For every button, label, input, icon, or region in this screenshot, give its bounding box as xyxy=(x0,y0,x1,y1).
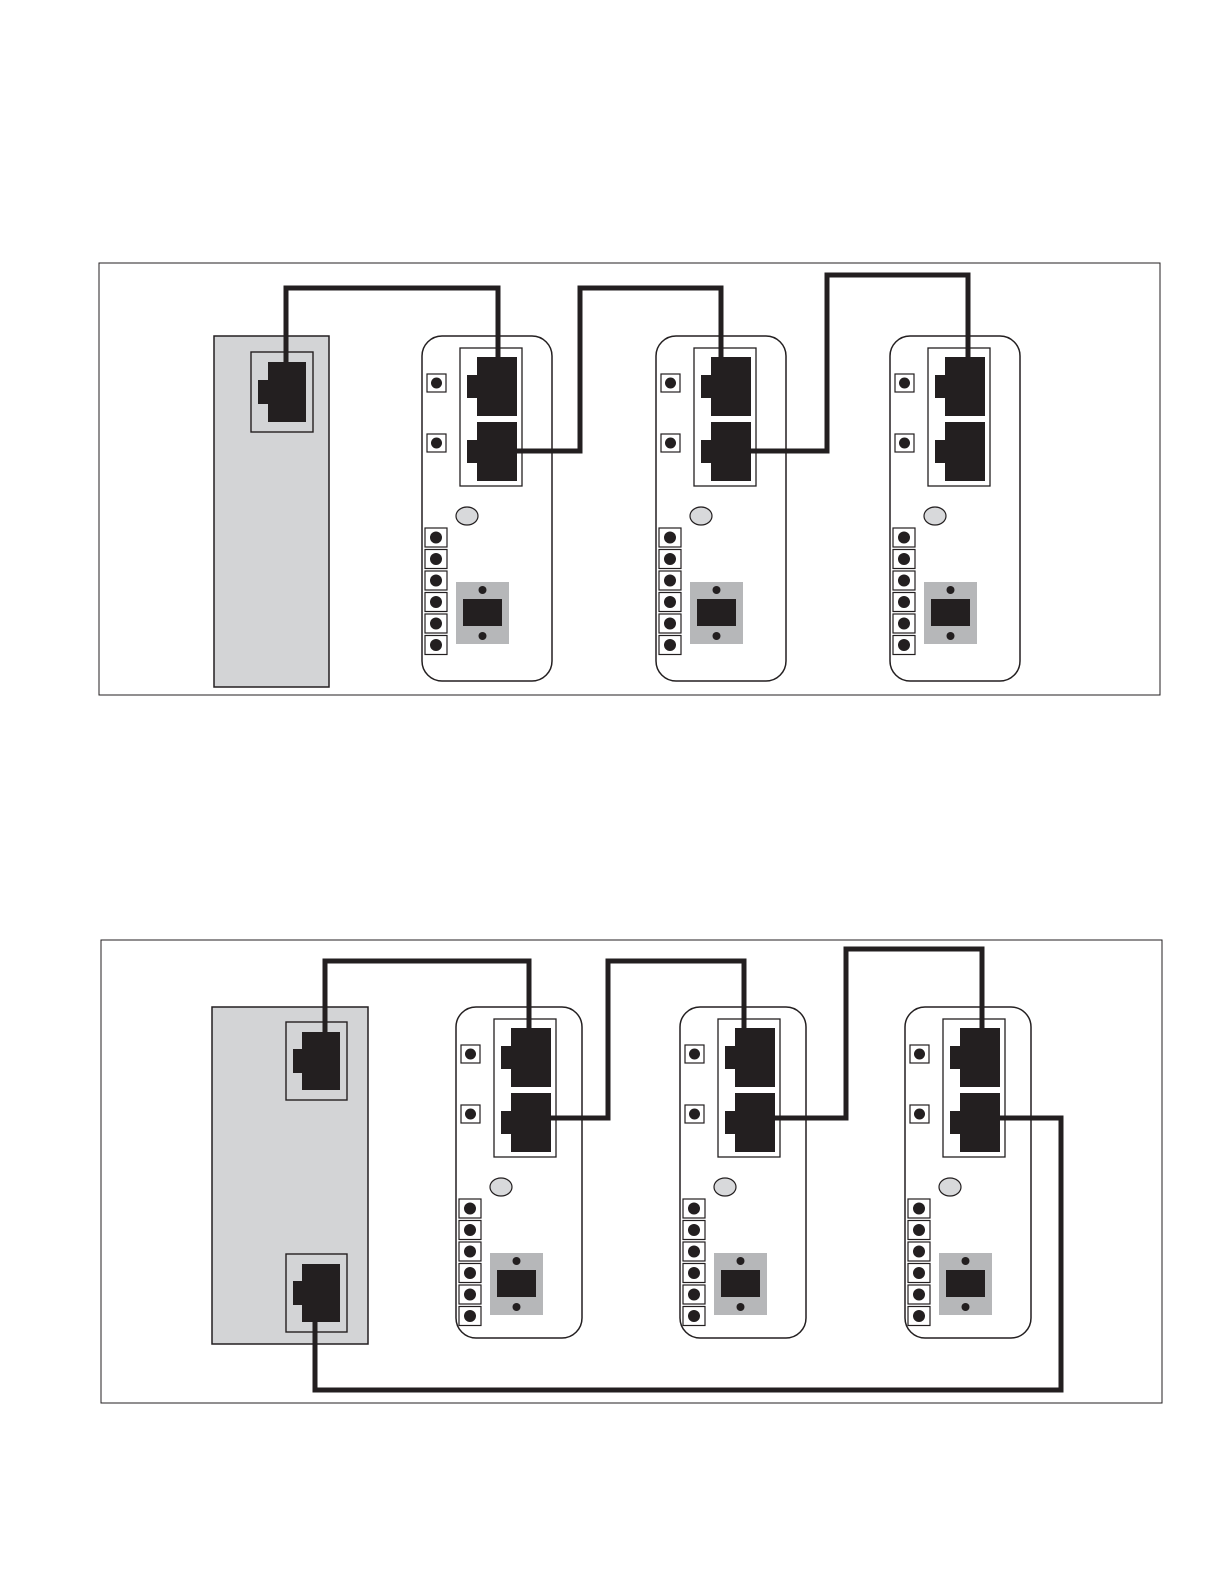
host-ethernet-port-1-group xyxy=(286,1022,347,1100)
terminal-screw xyxy=(913,1246,925,1258)
indicator-dot xyxy=(899,438,910,449)
ring-topology-diagram xyxy=(101,940,1162,1403)
terminal-screw xyxy=(898,553,910,565)
terminal-screw xyxy=(913,1289,925,1301)
connector-screw-top xyxy=(479,586,487,594)
indicator-dot xyxy=(689,1049,700,1060)
terminal-screw xyxy=(913,1203,925,1215)
terminal-screw xyxy=(664,575,676,587)
terminal-screw xyxy=(464,1289,476,1301)
terminal-screw xyxy=(430,596,442,608)
io-module-2 xyxy=(656,336,786,681)
indicator-dot xyxy=(465,1049,476,1060)
indicator-dot xyxy=(914,1109,925,1120)
terminal-screw xyxy=(664,553,676,565)
connector-screw-bottom xyxy=(479,632,487,640)
terminal-screw xyxy=(688,1289,700,1301)
terminal-screw xyxy=(688,1203,700,1215)
connector-screw-top xyxy=(737,1257,745,1265)
connector-screw-bottom xyxy=(513,1303,521,1311)
terminal-screw xyxy=(688,1246,700,1258)
connector-socket xyxy=(721,1270,760,1297)
io-module-1 xyxy=(456,1007,582,1338)
indicator-dot xyxy=(665,378,676,389)
status-led xyxy=(456,507,478,525)
io-module-2 xyxy=(680,1007,806,1338)
terminal-screw xyxy=(898,596,910,608)
io-module-3 xyxy=(905,1007,1031,1338)
terminal-screw xyxy=(898,532,910,544)
indicator-dot xyxy=(465,1109,476,1120)
connector-screw-top xyxy=(713,586,721,594)
connector-screw-top xyxy=(947,586,955,594)
terminal-screw xyxy=(664,596,676,608)
indicator-dot xyxy=(665,438,676,449)
status-led xyxy=(714,1178,736,1196)
status-led xyxy=(690,507,712,525)
terminal-screw xyxy=(664,639,676,651)
terminal-screw xyxy=(430,575,442,587)
connector-screw-bottom xyxy=(737,1303,745,1311)
terminal-screw xyxy=(464,1224,476,1236)
connector-socket xyxy=(931,599,970,626)
terminal-screw xyxy=(913,1310,925,1322)
connector-socket xyxy=(697,599,736,626)
connector-screw-bottom xyxy=(962,1303,970,1311)
indicator-dot xyxy=(431,438,442,449)
terminal-screw xyxy=(898,618,910,630)
io-module-3 xyxy=(890,336,1020,681)
connector-socket xyxy=(946,1270,985,1297)
terminal-screw xyxy=(898,639,910,651)
linear-topology-diagram xyxy=(99,263,1160,695)
terminal-screw xyxy=(430,553,442,565)
io-module-1 xyxy=(422,336,552,681)
terminal-screw xyxy=(664,618,676,630)
terminal-screw xyxy=(913,1224,925,1236)
indicator-dot xyxy=(899,378,910,389)
terminal-screw xyxy=(913,1267,925,1279)
status-led xyxy=(939,1178,961,1196)
host-ethernet-port-group xyxy=(251,352,313,432)
connector-screw-top xyxy=(962,1257,970,1265)
indicator-dot xyxy=(914,1049,925,1060)
connector-screw-bottom xyxy=(713,632,721,640)
status-led xyxy=(924,507,946,525)
terminal-screw xyxy=(464,1310,476,1322)
connector-socket xyxy=(497,1270,536,1297)
terminal-screw xyxy=(464,1246,476,1258)
terminal-screw xyxy=(664,532,676,544)
indicator-dot xyxy=(431,378,442,389)
connector-screw-top xyxy=(513,1257,521,1265)
terminal-screw xyxy=(464,1203,476,1215)
terminal-screw xyxy=(688,1224,700,1236)
terminal-screw xyxy=(464,1267,476,1279)
connector-socket xyxy=(463,599,502,626)
terminal-screw xyxy=(430,618,442,630)
terminal-screw xyxy=(688,1310,700,1322)
connector-screw-bottom xyxy=(947,632,955,640)
indicator-dot xyxy=(689,1109,700,1120)
terminal-screw xyxy=(430,532,442,544)
status-led xyxy=(490,1178,512,1196)
terminal-screw xyxy=(430,639,442,651)
terminal-screw xyxy=(688,1267,700,1279)
terminal-screw xyxy=(898,575,910,587)
